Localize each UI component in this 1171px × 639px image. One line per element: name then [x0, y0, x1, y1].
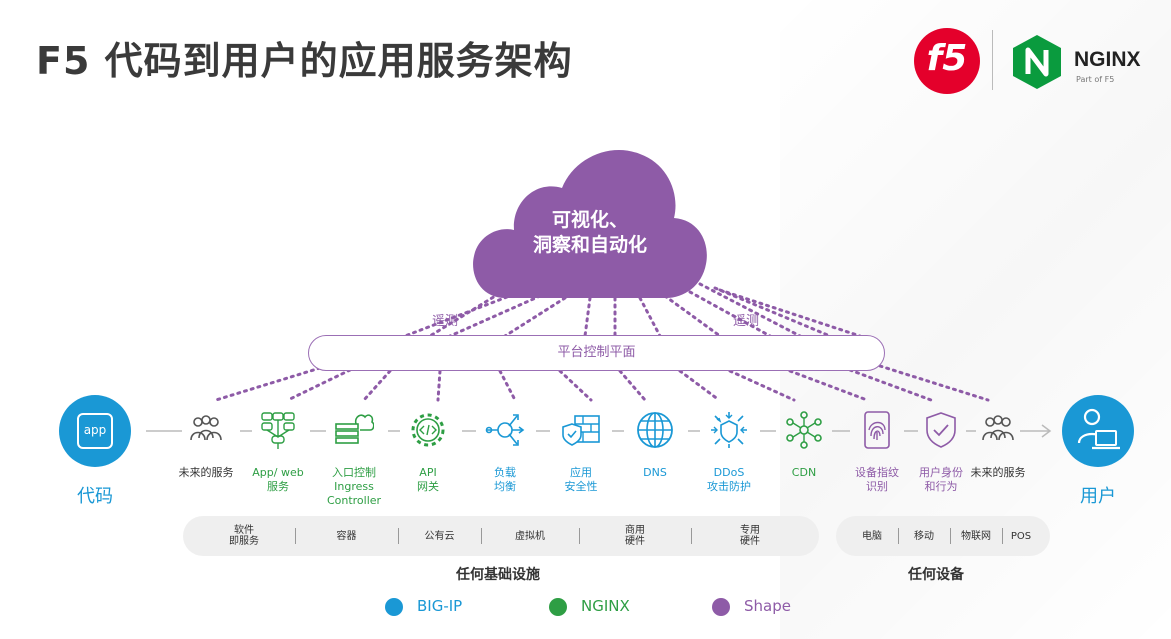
- bar-cell: 公有云: [424, 530, 455, 542]
- dotted-connector: [698, 282, 802, 338]
- dotted-connector: [558, 369, 593, 402]
- ingress-icon: [334, 410, 375, 454]
- dotted-connector: [214, 366, 322, 402]
- dotted-connector: [403, 290, 522, 338]
- service-label: 未来的服务: [970, 466, 1026, 479]
- dotted-connector: [618, 369, 647, 402]
- legend-dot: [385, 598, 403, 616]
- dotted-connector: [362, 369, 392, 402]
- people-icon: [186, 410, 226, 454]
- telemetry-label-right: 遥测: [733, 314, 760, 329]
- infrastructure-caption: 任何基础设施: [456, 567, 540, 583]
- devices-bar: 电脑 移动 物联网 POS: [836, 516, 1050, 556]
- bar-divider: [691, 528, 692, 544]
- service-label: CDN: [791, 466, 817, 479]
- app-web-icon: [258, 410, 298, 454]
- user-laptop-icon: [1077, 408, 1120, 450]
- dotted-connector: [663, 294, 722, 338]
- firewall-icon: [561, 410, 601, 454]
- service-label: DDoS 攻击防护: [707, 466, 751, 493]
- nginx-subtitle: Part of F5: [1076, 75, 1115, 84]
- legend-dot: [549, 598, 567, 616]
- service-label: 负载 均衡: [494, 466, 516, 493]
- people-icon: [978, 410, 1018, 454]
- service-label: 应用 安全性: [564, 466, 598, 493]
- bar-cell: 虚拟机: [515, 530, 545, 542]
- dotted-connector: [688, 290, 772, 338]
- dotted-connector: [728, 369, 796, 402]
- nginx-wordmark: NGINX: [1074, 48, 1141, 71]
- shield-check-icon: [921, 410, 961, 454]
- cloud-label-line1: 可视化、: [551, 209, 628, 231]
- legend-label: BIG-IP: [417, 597, 463, 615]
- user-label: 用户: [1080, 486, 1116, 507]
- dotted-connector: [436, 369, 442, 402]
- bar-divider: [898, 528, 899, 544]
- dotted-connector: [638, 296, 662, 338]
- platform-control-plane-bar: 平台控制平面: [308, 335, 885, 371]
- cloud-shape: [473, 149, 707, 298]
- service-label: 未来的服务: [178, 466, 234, 479]
- dotted-connector: [878, 364, 990, 402]
- dotted-connector: [498, 369, 517, 402]
- f5-logo: f5: [914, 28, 980, 94]
- bar-cell: 软件 即服务: [229, 525, 259, 547]
- nginx-logo-icon: [1013, 35, 1061, 89]
- dotted-connector: [286, 368, 352, 402]
- code-endpoint: app: [59, 395, 131, 467]
- app-icon: app: [77, 413, 113, 449]
- user-endpoint: [1062, 395, 1134, 467]
- bar-cell: 专用 硬件: [740, 525, 760, 547]
- legend-label: NGINX: [581, 597, 630, 615]
- bar-divider: [398, 528, 399, 544]
- bar-cell: 商用 硬件: [625, 525, 645, 547]
- dotted-connector: [448, 294, 542, 338]
- bar-divider: [950, 528, 951, 544]
- bar-cell: 移动: [914, 530, 934, 542]
- service-label: App/ web 服务: [252, 466, 304, 493]
- load-balance-icon: [485, 410, 525, 454]
- dotted-connector: [678, 369, 721, 402]
- dotted-connector: [848, 368, 933, 402]
- fingerprint-icon: [857, 410, 897, 454]
- api-gear-icon: [408, 410, 448, 454]
- bar-divider: [1002, 528, 1003, 544]
- legend-label: Shape: [744, 597, 791, 615]
- service-label: DNS: [643, 466, 667, 479]
- dotted-connector: [503, 296, 567, 338]
- service-label: 用户身份 和行为: [919, 466, 963, 493]
- network-icon: [784, 410, 824, 454]
- page-title: F5 代码到用户的应用服务架构: [36, 39, 573, 83]
- dotted-connector: [428, 288, 507, 338]
- bar-cell: 电脑: [862, 530, 882, 542]
- bar-cell: POS: [1010, 530, 1032, 542]
- logo-divider: [992, 30, 993, 90]
- code-label: 代码: [77, 486, 113, 507]
- bar-divider: [579, 528, 580, 544]
- dotted-connector: [788, 369, 869, 402]
- dotted-connector: [583, 296, 592, 338]
- devices-caption: 任何设备: [908, 567, 964, 583]
- service-label: 入口控制 Ingress Controller: [326, 466, 382, 507]
- bar-divider: [295, 528, 296, 544]
- bar-cell: 物联网: [961, 530, 991, 542]
- legend-dot: [712, 598, 730, 616]
- bar-cell: 容器: [336, 530, 357, 542]
- service-label: API 网关: [417, 466, 439, 493]
- cloud-label: 可视化、 洞察和自动化: [500, 208, 680, 258]
- service-label: 设备指纹 识别: [855, 466, 899, 493]
- infrastructure-bar: 软件 即服务 容器 公有云 虚拟机 商用 硬件 专用 硬件: [183, 516, 819, 556]
- cloud-label-line2: 洞察和自动化: [532, 234, 647, 256]
- ddos-icon: [709, 410, 749, 454]
- telemetry-label-left: 遥测: [432, 314, 459, 329]
- bar-divider: [481, 528, 482, 544]
- globe-icon: [635, 410, 675, 454]
